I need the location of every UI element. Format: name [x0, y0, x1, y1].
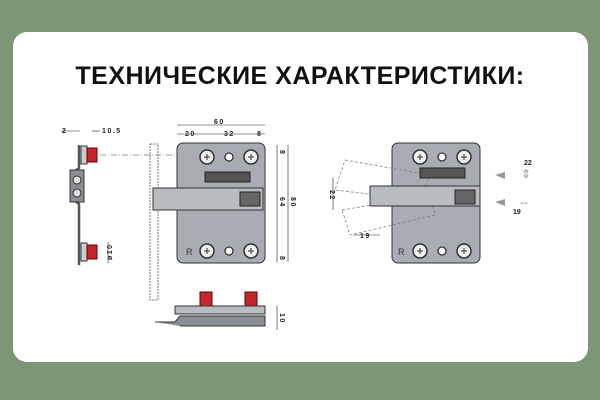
front-view: R 60 20 32 8 8 64 80 8: [149, 119, 296, 301]
dim-20: 20: [185, 131, 196, 138]
dim-60: 60: [214, 119, 225, 126]
dim-32: 32: [224, 131, 235, 138]
dim-side-10-5: 10.5: [102, 128, 122, 135]
content-panel: [13, 32, 588, 362]
dim-64: 64: [278, 197, 285, 208]
dim-8-top: 8: [278, 150, 285, 155]
dim-10: 10: [278, 313, 285, 324]
screwdriver-icon-2: [495, 199, 505, 206]
side-view: 2 10.5 ø10: [61, 128, 205, 265]
dim-diameter: ø10: [107, 243, 114, 260]
dim-22: 22: [328, 190, 335, 201]
vertical-arrow-icon: ⇕: [521, 167, 531, 181]
bottom-view: 10: [155, 291, 285, 330]
horizontal-arrow-icon: ⇔: [518, 195, 530, 209]
dim-side-2: 2: [62, 128, 67, 135]
dim-8-bottom: 8: [278, 256, 285, 261]
adjust-up-label: 22: [524, 160, 532, 167]
marker-r-2: R: [398, 247, 405, 257]
adjustment-view: R 22 19 22 ⇕ ⇔ 19: [328, 142, 532, 264]
dim-8-right: 8: [257, 131, 262, 138]
screwdriver-icon: [495, 172, 505, 179]
dim-19: 19: [360, 233, 371, 240]
adjust-side-label: 19: [513, 209, 521, 216]
dim-80: 80: [289, 197, 296, 208]
page-title: ТЕХНИЧЕСКИЕ ХАРАКТЕРИСТИКИ:: [75, 62, 525, 90]
marker-r: R: [186, 247, 193, 257]
